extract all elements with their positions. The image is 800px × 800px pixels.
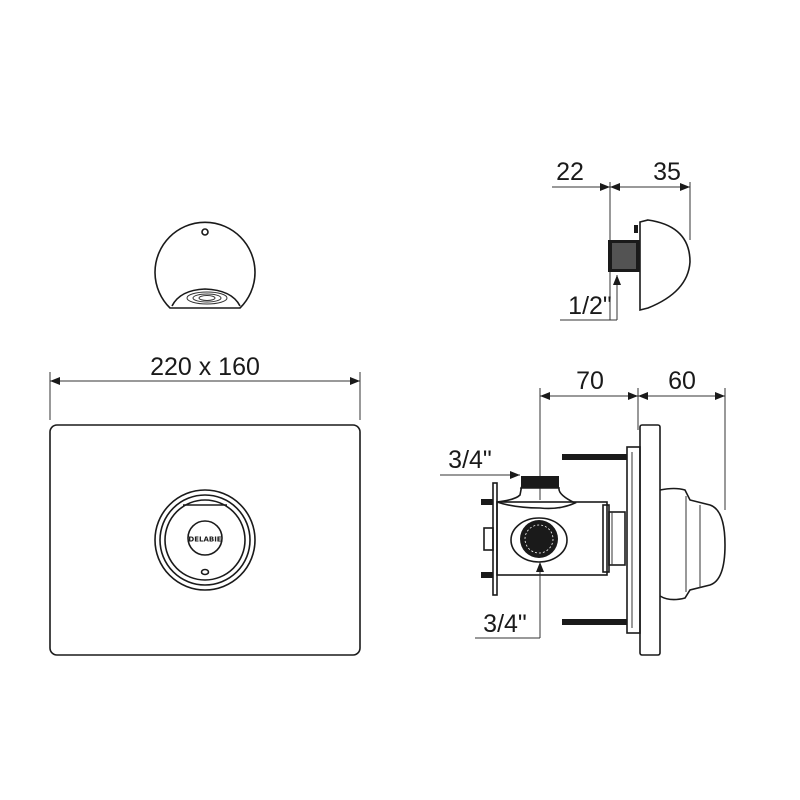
inlet-bottom-label: 3/4" xyxy=(483,610,527,638)
plate-dimension: 220 x 160 xyxy=(49,353,361,420)
depth-70-label: 70 xyxy=(576,367,604,395)
spout-front-view xyxy=(154,221,256,309)
thread-half-inch-label: 1/2" xyxy=(568,292,612,320)
depth-35-label: 35 xyxy=(653,158,681,186)
depth-22-label: 22 xyxy=(556,158,584,186)
plate-size-label: 220 x 160 xyxy=(150,353,260,381)
valve-side-view: 70 60 3/4" 3/4" xyxy=(440,367,726,656)
depth-60-label: 60 xyxy=(668,367,696,395)
inlet-top-label: 3/4" xyxy=(448,446,492,474)
front-plate: DELABIE xyxy=(49,424,361,656)
logo-text: DELABIE xyxy=(188,536,221,544)
spout-side-view: 22 35 1/2" xyxy=(552,158,691,321)
